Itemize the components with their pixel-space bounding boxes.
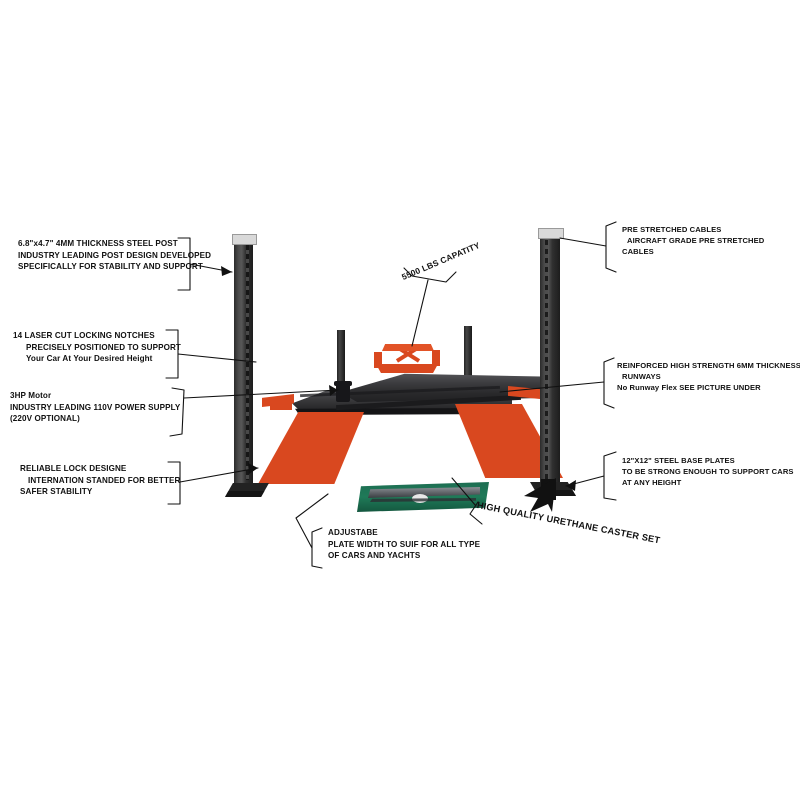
- ramp-left: [258, 412, 364, 484]
- cables-line-1: PRE STRETCHED CABLES: [622, 225, 722, 234]
- motor-box: [336, 384, 350, 402]
- adjustable-plate-line-3: OF CARS AND YACHTS: [328, 551, 421, 561]
- leader-adjustable-plate: [295, 493, 329, 549]
- adjustable-plate-callout: ADJUSTABE PLATE WIDTH TO SUIF FOR ALL TY…: [328, 527, 480, 562]
- caster-bar: [368, 487, 480, 498]
- steel-post-callout: 6.8"x4.7" 4MM THICKNESS STEEL POST INDUS…: [18, 238, 211, 273]
- lock-ladder-left: [246, 245, 249, 480]
- leader-capacity: [411, 279, 429, 347]
- motor-line-3: (220V OPTIONAL): [10, 414, 80, 424]
- motor-box-cap: [334, 381, 352, 386]
- steel-post-line-1: 6.8"x4.7" 4MM THICKNESS STEEL POST: [18, 239, 178, 248]
- lock-design-callout: RELIABLE LOCK DESIGNE INTERNATION STANDE…: [20, 463, 180, 498]
- jack-support-left: [374, 352, 382, 368]
- runways-line-1: REINFORCED HIGH STRENGTH 6MM THICKNESSST…: [617, 361, 800, 370]
- front-right-post-cap: [538, 228, 564, 239]
- base-plates-line-1: 12"X12" STEEL BASE PLATES: [622, 456, 735, 465]
- front-left-post: [234, 238, 253, 488]
- cables-line-2: AIRCRAFT GRADE PRE STRETCHED: [627, 236, 765, 245]
- deck-accent-mid-left: [270, 402, 292, 410]
- capacity-callout: 5500 LBS CAPATITY: [400, 239, 482, 282]
- bracket-base-plates: [603, 451, 617, 501]
- base-plates-line-3: AT ANY HEIGHT: [622, 478, 682, 487]
- locking-notches-line-1: 14 LASER CUT LOCKING NOTCHES: [13, 331, 155, 340]
- bracket-cables: [605, 221, 617, 273]
- front-left-post-cap: [232, 234, 257, 245]
- base-plates-line-2: TO BE STRONG ENOUGH TO SUPPORT CARS: [622, 467, 794, 476]
- locking-notches-line-3: Your Car At Your Desired Height: [26, 354, 153, 364]
- rear-left-post: [337, 330, 345, 408]
- caster-shadow: [370, 498, 476, 502]
- jack-top-plate: [382, 344, 434, 351]
- arrowhead-steel-post: [221, 266, 232, 276]
- runway-front-edge: [295, 408, 510, 415]
- motor-line-2: INDUSTRY LEADING 110V POWER SUPPLY: [10, 402, 181, 412]
- runways-line-2: RUNWAYS: [622, 372, 661, 381]
- locking-notches-callout: 14 LASER CUT LOCKING NOTCHES PRECISELY P…: [13, 330, 181, 365]
- adjustable-plate-line-2: PLATE WIDTH TO SUIF FOR ALL TYPE: [328, 539, 481, 549]
- cables-callout: PRE STRETCHED CABLES AIRCRAFT GRADE PRE …: [622, 224, 764, 257]
- steel-post-line-2: INDUSTRY LEADING POST DESIGN DEVELOPED: [18, 250, 212, 260]
- lock-ladder-right: [545, 240, 548, 480]
- steel-post-line-3: SPECIFICALLY FOR STABILITY AND SUPPORT: [18, 262, 203, 272]
- motor-line-1: 3HP Motor: [10, 391, 52, 400]
- motor-callout: 3HP Motor INDUSTRY LEADING 110V POWER SU…: [10, 390, 180, 425]
- locking-notches-line-2: PRECISELY POSITIONED TO SUPPORT: [26, 342, 181, 352]
- leader-cables: [559, 237, 607, 247]
- base-plates-callout: 12"X12" STEEL BASE PLATES TO BE STRONG E…: [622, 455, 794, 488]
- runways-line-3: No Runway Flex SEE PICTURE UNDER: [617, 383, 761, 392]
- cables-line-3: CABLES: [622, 247, 654, 256]
- adjustable-plate-line-1: ADJUSTABE: [328, 528, 378, 537]
- jack-support-right: [432, 350, 440, 366]
- leader-base-plates: [565, 475, 605, 487]
- bracket-adjustable-plate: [311, 527, 323, 569]
- runways-callout: REINFORCED HIGH STRENGTH 6MM THICKNESSST…: [617, 360, 800, 393]
- lock-design-line-1: RELIABLE LOCK DESIGNE: [20, 464, 127, 473]
- rear-right-post: [464, 326, 472, 400]
- jack-base-plate: [376, 364, 438, 373]
- caster-set-callout: HIGH QUALITY URETHANE CASTER SET: [476, 500, 661, 546]
- bracket-runways: [603, 357, 615, 409]
- front-left-base-plate: [225, 483, 269, 497]
- front-right-post: [540, 232, 560, 488]
- lock-design-line-3: SAFER STABILITY: [20, 487, 93, 497]
- front-right-base-plate: [530, 482, 576, 496]
- lock-design-line-2: INTERNATION STANDED FOR BETTER: [28, 475, 181, 485]
